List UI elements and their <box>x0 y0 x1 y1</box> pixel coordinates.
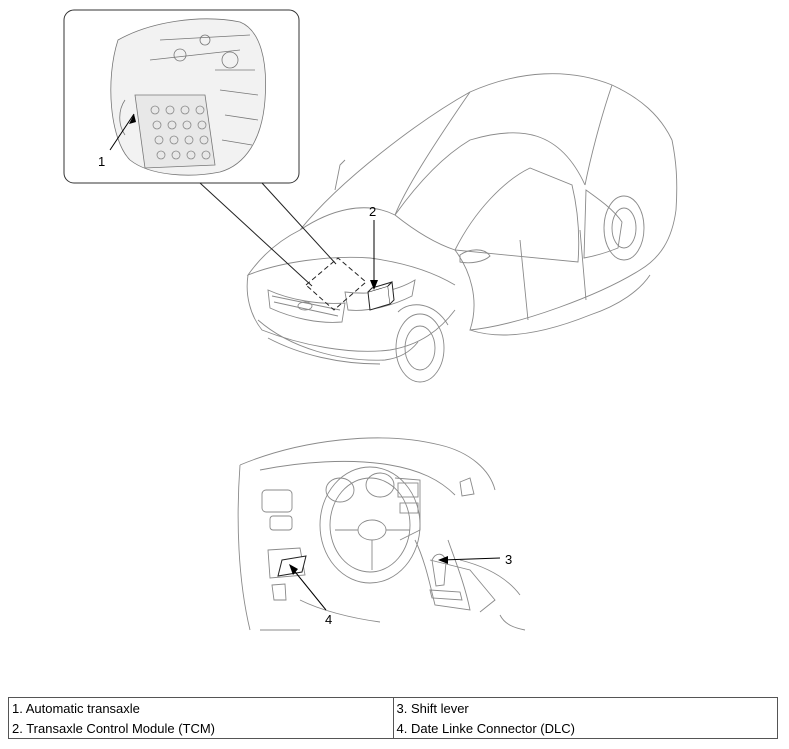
legend-item-3: 3. Shift lever <box>392 697 778 718</box>
legend-item-2: 2. Transaxle Control Module (TCM) <box>8 718 394 739</box>
callout-3: 3 <box>505 552 512 567</box>
legend-table: 1. Automatic transaxle 3. Shift lever 2.… <box>8 697 778 739</box>
tcm-module-shape <box>367 280 395 311</box>
callout-arrowheads <box>129 114 448 575</box>
interior-illustration <box>237 437 526 631</box>
inset-leader-lines <box>199 182 337 287</box>
legend-item-4: 4. Date Linke Connector (DLC) <box>392 718 778 739</box>
transaxle-location-dashed-box <box>305 257 367 311</box>
transaxle-illustration <box>110 18 266 176</box>
legend-row: 1. Automatic transaxle 3. Shift lever <box>8 697 778 718</box>
legend-row: 2. Transaxle Control Module (TCM) 4. Dat… <box>8 718 778 739</box>
legend-item-1: 1. Automatic transaxle <box>8 697 394 718</box>
callout-4: 4 <box>325 612 332 627</box>
car-illustration <box>246 73 678 383</box>
callout-2: 2 <box>369 204 376 219</box>
callout-leaders <box>109 113 501 611</box>
callout-1: 1 <box>98 154 105 169</box>
